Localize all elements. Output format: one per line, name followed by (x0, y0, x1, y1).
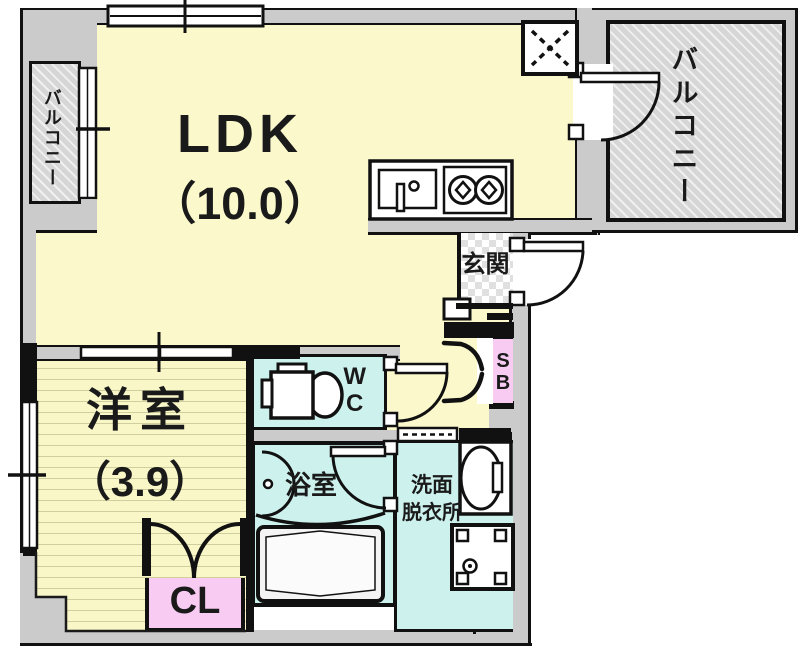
outer-edge-bottom (20, 643, 532, 646)
western-room-label: 洋室 (86, 384, 194, 436)
wall-bottomleft-step2 (36, 597, 66, 637)
wall-bottom-band (20, 630, 530, 645)
balcony-side-floor (29, 61, 81, 204)
shoebox-label: SB (492, 350, 514, 394)
balcony-main-label: バルコニー (667, 45, 698, 210)
entrance-label: 玄関 (461, 251, 510, 278)
shoebox (493, 335, 513, 407)
washroom-label-line1: 洗面 (411, 474, 453, 497)
ldk-size-label: （10.0） (151, 178, 329, 229)
toilet-label: WC (341, 363, 369, 417)
closet-label: CL (169, 580, 221, 622)
ldk-label: LDK (177, 104, 303, 164)
wall-above-shoebox (444, 322, 514, 338)
entrance-floor (457, 233, 513, 308)
outer-edge-left (20, 8, 23, 553)
wall-west-window-top (23, 343, 37, 404)
outer-edge-right-lower (528, 233, 531, 646)
washroom-room (394, 440, 513, 632)
wall-below-shoebox-gray (489, 409, 514, 432)
balcony-door-opening (573, 64, 613, 140)
bathroom-label: 浴室 (284, 470, 337, 500)
wall-west-window-bottom (23, 546, 37, 556)
entrance-door-opening (509, 239, 531, 305)
wall-bottomleft-step (20, 552, 36, 644)
wall-balcony-side-bottom (20, 200, 97, 233)
wall-wc-bath-band (252, 430, 397, 441)
bathroom-room (251, 441, 397, 607)
wall-top (20, 8, 592, 25)
wall-western-wet-divider (246, 356, 254, 632)
western-room-size-label: （3.9） (68, 458, 212, 505)
washroom-label-line2: 脱衣所 (402, 502, 462, 524)
balcony-side-label: バルコニー (41, 88, 62, 188)
